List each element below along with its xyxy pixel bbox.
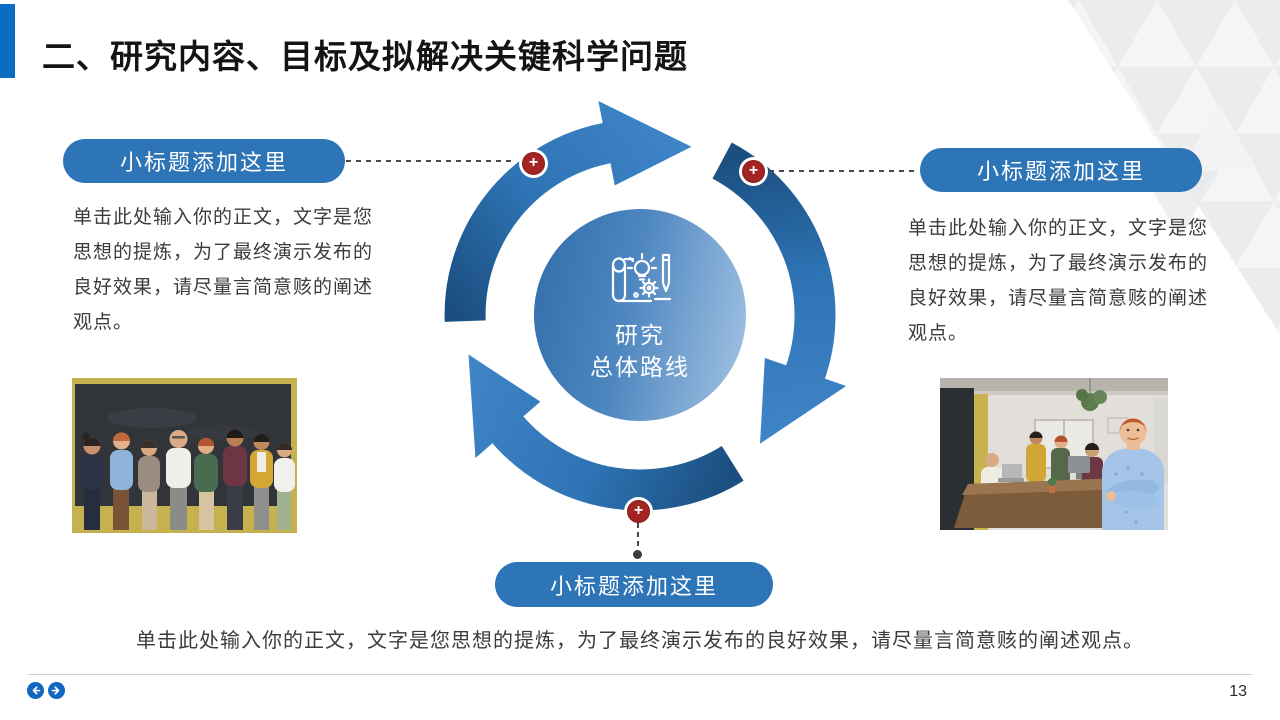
arrow-left-circle-icon[interactable]	[27, 682, 44, 699]
subtitle-pill-left: 小标题添加这里	[63, 139, 345, 183]
plus-icon: +	[627, 500, 650, 523]
plus-icon: +	[742, 160, 765, 183]
office-team-photo	[940, 378, 1168, 530]
team-group-photo	[72, 378, 297, 533]
page-title: 二、研究内容、目标及拟解决关键科学问题	[42, 38, 688, 75]
body-text-right: 单击此处输入你的正文，文字是您思想的提炼，为了最终演示发布的良好效果，请尽量言简…	[908, 218, 1209, 344]
diagram-center-circle: 研究 总体路线	[534, 209, 746, 421]
dashed-connector-left	[346, 160, 514, 162]
blueprint-idea-icon	[611, 252, 672, 303]
dashed-connector-bottom	[637, 523, 639, 549]
body-text-bottom: 单击此处输入你的正文，文字是您思想的提炼，为了最终演示发布的良好效果，请尽量言简…	[136, 630, 1144, 652]
arrow-right-circle-icon[interactable]	[48, 682, 65, 699]
subtitle-pill-bottom: 小标题添加这里	[495, 562, 773, 607]
dashed-connector-right	[769, 170, 919, 172]
connector-end-dot	[633, 550, 642, 559]
subtitle-bottom-label: 小标题添加这里	[549, 573, 718, 599]
footer-divider	[28, 674, 1252, 675]
subtitle-pill-right: 小标题添加这里	[920, 148, 1202, 192]
subtitle-right-label: 小标题添加这里	[976, 159, 1145, 184]
subtitle-left-label: 小标题添加这里	[119, 150, 288, 175]
plus-icon: +	[522, 152, 545, 175]
diagram-center-label-line1: 研究	[615, 322, 665, 348]
page-number: 13	[1229, 683, 1247, 700]
title-accent-bar	[0, 4, 15, 78]
diagram-center-label-line2: 总体路线	[590, 354, 690, 380]
body-text-left: 单击此处输入你的正文，文字是您思想的提炼，为了最终演示发布的良好效果，请尽量言简…	[73, 207, 374, 333]
cycle-arrows-diagram	[410, 101, 870, 545]
